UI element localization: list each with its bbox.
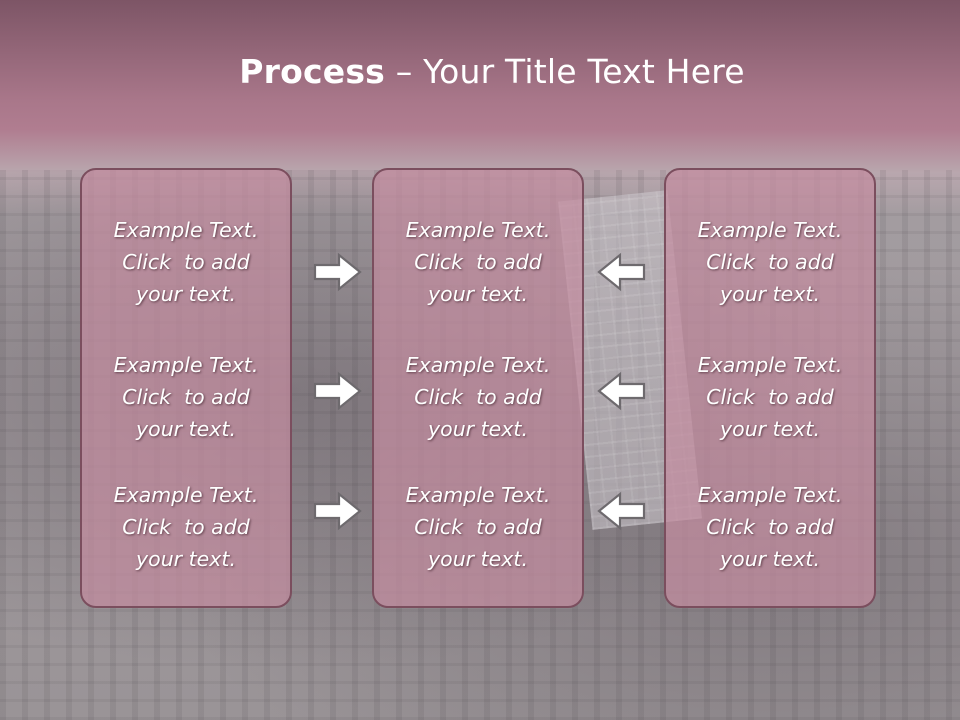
text-line: Click to add [122,250,250,274]
text-line: your text. [428,417,528,441]
text-line: your text. [136,282,236,306]
text-line: your text. [136,417,236,441]
text-item[interactable]: Example Text. Click to add your text. [82,349,290,445]
process-box-right[interactable]: Example Text. Click to add your text. Ex… [664,168,876,608]
text-line: Example Text. [113,483,259,507]
process-box-left[interactable]: Example Text. Click to add your text. Ex… [80,168,292,608]
text-line: Example Text. [697,353,843,377]
arrow-left-icon [597,491,646,531]
text-line: Example Text. [697,483,843,507]
text-line: Click to add [706,385,834,409]
text-line: Click to add [414,515,542,539]
text-line: your text. [720,417,820,441]
text-item[interactable]: Example Text. Click to add your text. [666,479,874,575]
text-line: Example Text. [113,218,259,242]
text-item[interactable]: Example Text. Click to add your text. [666,214,874,310]
text-item[interactable]: Example Text. Click to add your text. [82,479,290,575]
arrow-right-icon [313,371,362,411]
text-line: Click to add [122,385,250,409]
text-line: Example Text. [697,218,843,242]
text-line: Example Text. [405,353,551,377]
arrow-right-icon [313,491,362,531]
arrow-left-icon [597,371,646,411]
text-line: your text. [136,547,236,571]
slide-title[interactable]: Process – Your Title Text Here [0,52,960,91]
text-item[interactable]: Example Text. Click to add your text. [374,349,582,445]
arrow-left-icon [597,252,646,292]
text-line: Click to add [414,250,542,274]
title-bold-part: Process [239,52,386,91]
text-line: Click to add [122,515,250,539]
text-line: your text. [720,282,820,306]
process-box-center[interactable]: Example Text. Click to add your text. Ex… [372,168,584,608]
text-item[interactable]: Example Text. Click to add your text. [82,214,290,310]
text-item[interactable]: Example Text. Click to add your text. [374,214,582,310]
text-item[interactable]: Example Text. Click to add your text. [666,349,874,445]
text-line: Example Text. [113,353,259,377]
text-line: your text. [428,282,528,306]
arrow-right-icon [313,252,362,292]
text-line: Click to add [706,250,834,274]
title-rest-part: – Your Title Text Here [385,52,745,91]
text-line: Example Text. [405,483,551,507]
text-line: your text. [428,547,528,571]
text-line: your text. [720,547,820,571]
text-item[interactable]: Example Text. Click to add your text. [374,479,582,575]
text-line: Example Text. [405,218,551,242]
text-line: Click to add [706,515,834,539]
text-line: Click to add [414,385,542,409]
